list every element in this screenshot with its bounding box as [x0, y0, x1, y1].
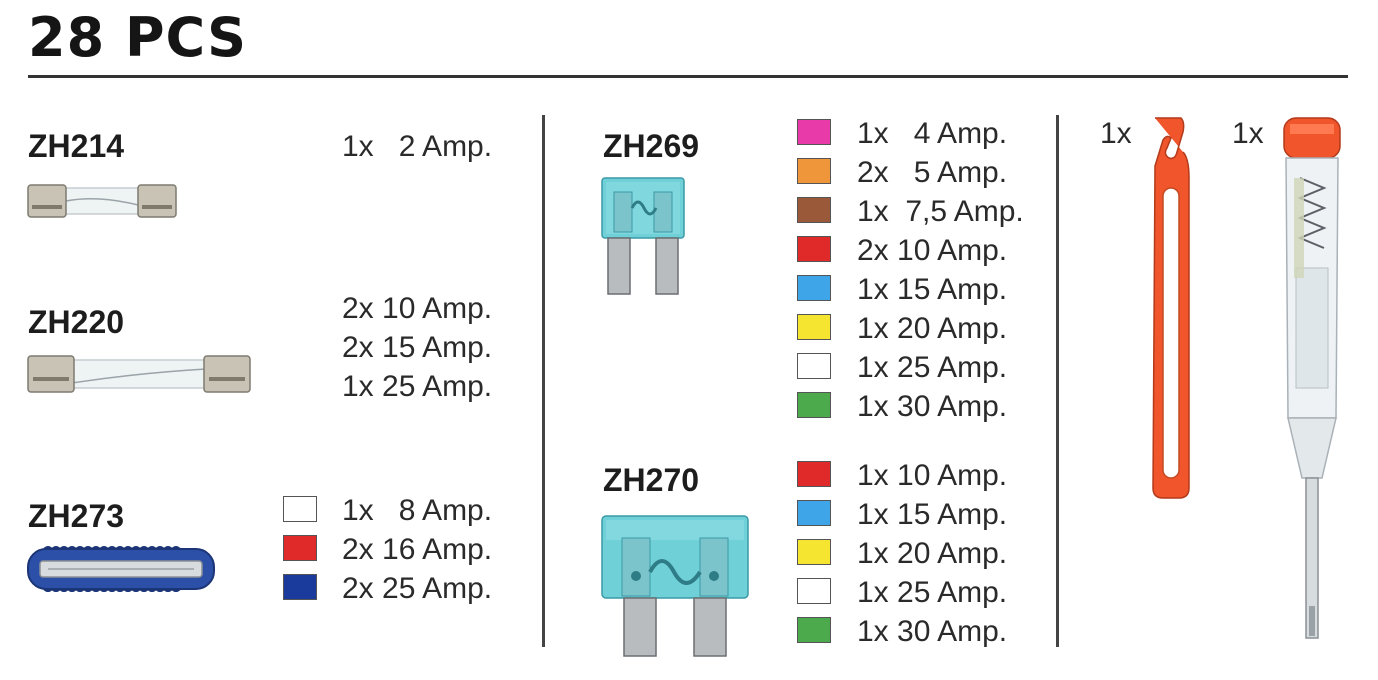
spec-zh269-line-5: 1x 15 Amp. — [857, 273, 1008, 306]
spec-zh269-line-3: 1x 7,5 Amp. — [857, 195, 1024, 228]
glass-fuse-small-icon — [27, 184, 177, 218]
column-divider-2 — [1056, 115, 1059, 647]
spec-zh270-line-2: 1x 15 Amp. — [857, 498, 1008, 531]
spec-zh214-line-1: 1x 2 Amp. — [342, 130, 493, 163]
fuse-puller-quantity: 1x — [1100, 117, 1132, 150]
color-swatch-zh270-2 — [797, 500, 831, 526]
product-code-zh214: ZH214 — [28, 128, 125, 164]
spec-zh273-line-2: 2x 16 Amp. — [342, 533, 493, 566]
color-swatch-zh269-6 — [797, 314, 831, 340]
product-code-zh273: ZH273 — [28, 498, 125, 534]
mini-blade-fuse-icon — [601, 177, 685, 295]
color-swatch-zh273-1 — [283, 496, 317, 522]
voltage-tester-quantity: 1x — [1232, 117, 1264, 150]
product-code-zh270: ZH270 — [603, 462, 700, 498]
spec-zh270-line-3: 1x 20 Amp. — [857, 537, 1008, 570]
color-swatch-zh269-2 — [797, 158, 831, 184]
column-divider-1 — [542, 115, 545, 647]
spec-zh270-line-5: 1x 30 Amp. — [857, 615, 1008, 648]
spec-zh270-line-4: 1x 25 Amp. — [857, 576, 1008, 609]
spec-zh269-line-6: 1x 20 Amp. — [857, 312, 1008, 345]
spec-zh220-line-2: 2x 15 Amp. — [342, 331, 493, 364]
page-title: 28 PCS — [28, 6, 248, 69]
color-swatch-zh273-2 — [283, 535, 317, 561]
product-code-zh269: ZH269 — [603, 128, 700, 164]
title-divider — [28, 75, 1348, 78]
spec-zh269-line-4: 2x 10 Amp. — [857, 234, 1008, 267]
spec-zh270-line-1: 1x 10 Amp. — [857, 459, 1008, 492]
color-swatch-zh270-3 — [797, 539, 831, 565]
spec-zh273-line-1: 1x 8 Amp. — [342, 494, 493, 527]
color-swatch-zh269-5 — [797, 275, 831, 301]
color-swatch-zh270-1 — [797, 461, 831, 487]
ceramic-fuse-icon — [27, 546, 215, 592]
spec-zh269-line-8: 1x 30 Amp. — [857, 390, 1008, 423]
color-swatch-zh269-1 — [797, 119, 831, 145]
spec-zh273-line-3: 2x 25 Amp. — [342, 572, 493, 605]
glass-fuse-large-icon — [27, 355, 251, 393]
color-swatch-zh269-8 — [797, 392, 831, 418]
color-swatch-zh270-4 — [797, 578, 831, 604]
fuse-puller-icon — [1152, 117, 1190, 499]
standard-blade-fuse-icon — [601, 515, 749, 657]
color-swatch-zh273-3 — [283, 574, 317, 600]
product-code-zh220: ZH220 — [28, 304, 125, 340]
color-swatch-zh269-4 — [797, 236, 831, 262]
color-swatch-zh270-5 — [797, 617, 831, 643]
voltage-tester-icon — [1283, 117, 1341, 639]
spec-zh269-line-2: 2x 5 Amp. — [857, 156, 1008, 189]
color-swatch-zh269-3 — [797, 197, 831, 223]
spec-zh220-line-3: 1x 25 Amp. — [342, 370, 493, 403]
spec-zh269-line-1: 1x 4 Amp. — [857, 117, 1008, 150]
spec-zh220-line-1: 2x 10 Amp. — [342, 292, 493, 325]
spec-zh269-line-7: 1x 25 Amp. — [857, 351, 1008, 384]
color-swatch-zh269-7 — [797, 353, 831, 379]
